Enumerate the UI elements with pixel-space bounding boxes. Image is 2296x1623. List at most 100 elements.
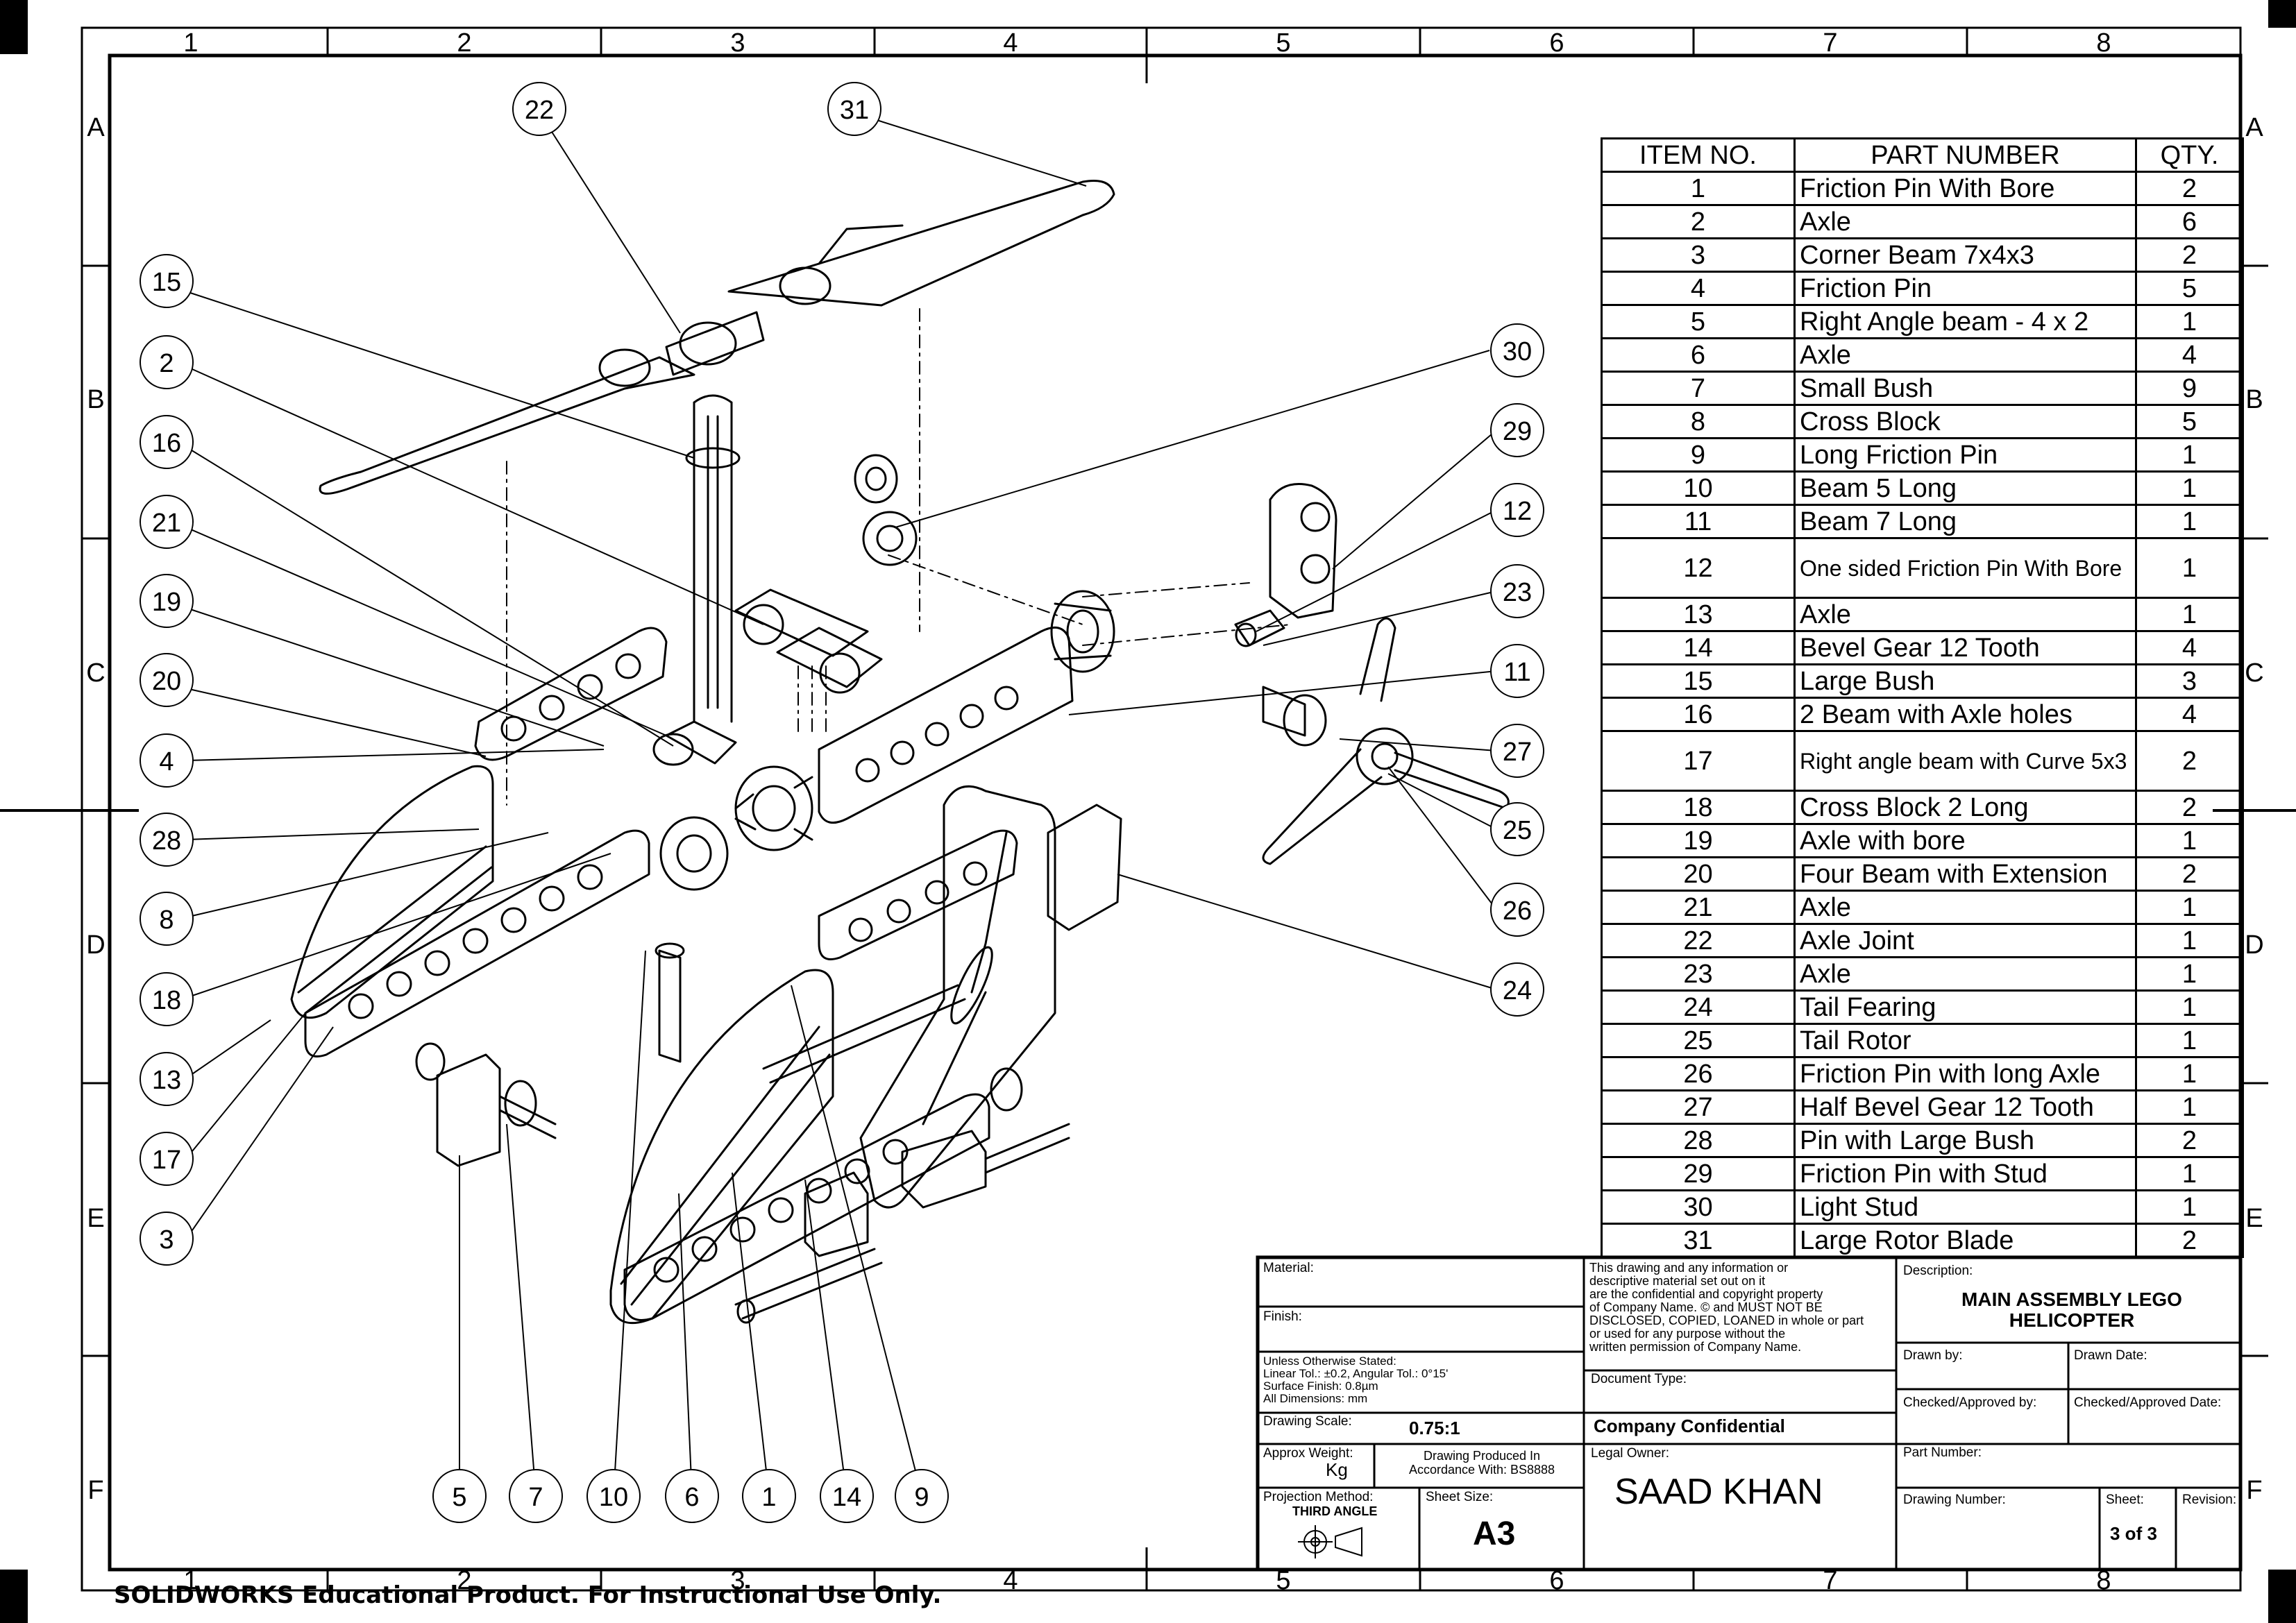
- produced-line: Drawing Produced In: [1423, 1449, 1541, 1463]
- bom-part-cell: Axle: [1793, 890, 2137, 925]
- zone-col-bottom: 6: [1549, 1566, 1564, 1595]
- bom-qty-cell: 1: [2135, 1156, 2244, 1191]
- bom-header-part: PART NUMBER: [1793, 137, 2137, 173]
- drawing-scale-label: Drawing Scale:: [1263, 1414, 1352, 1429]
- bom-item-cell: 8: [1601, 404, 1796, 439]
- svg-text:12: 12: [1503, 497, 1532, 526]
- bom-part-cell: Small Bush: [1793, 371, 2137, 406]
- approx-weight-label: Approx Weight:: [1263, 1446, 1353, 1461]
- balloon: 30: [1490, 323, 1544, 377]
- bom-item-cell: 21: [1601, 890, 1796, 925]
- svg-text:25: 25: [1503, 816, 1532, 845]
- beam-lower-left: [304, 829, 650, 1057]
- svg-text:28: 28: [152, 826, 181, 856]
- bom-part-cell: 2 Beam with Axle holes: [1793, 697, 2137, 732]
- zone-ticks: [0, 28, 2296, 1590]
- bom-item-cell: 16: [1601, 697, 1796, 732]
- bom-qty-cell: 1: [2135, 823, 2244, 858]
- bom-item-cell: 27: [1601, 1089, 1796, 1125]
- zone-row-right: A: [2245, 113, 2263, 142]
- bom-qty-cell: 1: [2135, 304, 2244, 339]
- right-angle-beam-4x2: [436, 1053, 501, 1167]
- corner-mark: [0, 1570, 28, 1623]
- bom-part-cell: Half Bevel Gear 12 Tooth: [1793, 1089, 2137, 1125]
- svg-text:20: 20: [152, 667, 181, 696]
- bom-qty-cell: 2: [2135, 790, 2244, 825]
- svg-text:13: 13: [152, 1066, 181, 1095]
- corner-mark: [0, 0, 28, 54]
- zone-row-left: E: [87, 1204, 104, 1233]
- bom-part-cell: One sided Friction Pin With Bore: [1793, 537, 2137, 599]
- part-number-label: Part Number:: [1903, 1445, 1982, 1460]
- bom-part-cell: Axle Joint: [1793, 923, 2137, 958]
- bom-part-cell: Four Beam with Extension: [1793, 856, 2137, 892]
- bom-item-cell: 3: [1601, 237, 1796, 273]
- bom-item-cell: 12: [1601, 537, 1796, 599]
- produced-line: Accordance With: BS8888: [1408, 1463, 1555, 1477]
- confidential-line: of Company Name. © and MUST NOT BE: [1589, 1300, 1823, 1314]
- svg-text:11: 11: [1503, 658, 1530, 687]
- zone-col-bottom: 3: [730, 1566, 745, 1595]
- bom-item-cell: 13: [1601, 597, 1796, 632]
- sheet-label: Sheet:: [2106, 1493, 2144, 1507]
- balloon: 25: [1490, 802, 1544, 856]
- title-block-frame: [1256, 1255, 2243, 1572]
- balloon: 29: [1490, 403, 1544, 457]
- svg-text:31: 31: [840, 96, 869, 125]
- bom-qty-cell: 1: [2135, 923, 2244, 958]
- balloon: 13: [140, 1052, 194, 1106]
- rotor-mast: [693, 394, 733, 723]
- balloon: 22: [512, 82, 566, 136]
- balloon: 9: [895, 1469, 949, 1523]
- bom-qty-cell: 5: [2135, 404, 2244, 439]
- bom-part-cell: Bevel Gear 12 Tooth: [1793, 630, 2137, 665]
- bom-part-cell: Long Friction Pin: [1793, 437, 2137, 473]
- bom-part-cell: Light Stud: [1793, 1189, 2137, 1225]
- beam-7-long: [818, 626, 1074, 824]
- balloon: 5: [432, 1469, 487, 1523]
- bom-qty-cell: 3: [2135, 663, 2244, 699]
- svg-text:30: 30: [1503, 337, 1532, 366]
- balloon: 10: [586, 1469, 641, 1523]
- beam-lower-front: [623, 1093, 990, 1321]
- zone-col-top: 1: [183, 28, 198, 58]
- description-line: HELICOPTER: [2009, 1309, 2135, 1331]
- item-balloons: 22 31 15 2 16 21 19 20 4 28 8 18 13 17 3…: [140, 82, 1544, 1523]
- checked-by-label: Checked/Approved by:: [1903, 1395, 2037, 1410]
- bom-part-cell: Beam 7 Long: [1793, 504, 2137, 539]
- bom-item-cell: 14: [1601, 630, 1796, 665]
- confidential-line: written permission of Company Name.: [1589, 1340, 1802, 1354]
- projection-value: THIRD ANGLE: [1292, 1504, 1378, 1518]
- svg-text:19: 19: [152, 588, 181, 617]
- svg-text:9: 9: [914, 1483, 929, 1512]
- bom-qty-cell: 1: [2135, 537, 2244, 599]
- confidential-line: This drawing and any information or: [1589, 1261, 1789, 1275]
- leader-lines: [185, 119, 1497, 1496]
- rear-support-beam: [859, 785, 1056, 1209]
- bom-item-cell: 29: [1601, 1156, 1796, 1191]
- tolerance-line: Surface Finish: 0.8µm: [1263, 1379, 1378, 1393]
- balloon: 12: [1490, 483, 1544, 537]
- document-type-label: Document Type:: [1591, 1372, 1687, 1386]
- bom-item-cell: 25: [1601, 1023, 1796, 1058]
- zone-col-top: 6: [1549, 28, 1564, 58]
- tail-rotor: [1262, 617, 1510, 865]
- confidential-line: descriptive material set out on it: [1589, 1274, 1766, 1288]
- zone-col-bottom: 7: [1823, 1566, 1837, 1595]
- zone-col-bottom: 4: [1003, 1566, 1018, 1595]
- tolerance-line: Unless Otherwise Stated:: [1263, 1354, 1396, 1368]
- bom-qty-cell: 1: [2135, 1056, 2244, 1091]
- svg-text:22: 22: [525, 96, 554, 125]
- drawing-number-label: Drawing Number:: [1903, 1493, 2006, 1507]
